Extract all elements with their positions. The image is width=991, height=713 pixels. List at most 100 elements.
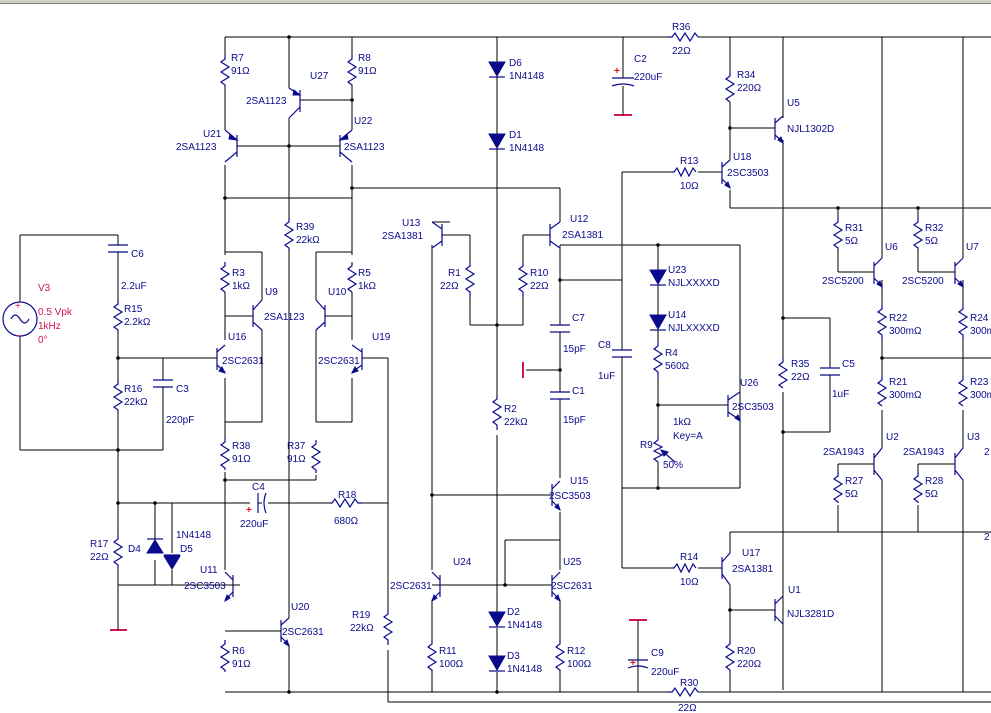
- transistor-label: U6: [885, 242, 898, 253]
- component-labels: V3 0.5 Vpk 1kHz 0° R7 91Ω R8 91Ω R36 22Ω…: [38, 22, 991, 713]
- diode-label: D4: [128, 544, 141, 555]
- capacitor-label: C6: [131, 249, 144, 260]
- resistor-value: 22Ω: [530, 281, 549, 292]
- transistor-label: U15: [570, 476, 589, 487]
- resistor-label: R2: [504, 404, 517, 415]
- resistor-label: R39: [296, 222, 315, 233]
- resistor-value: 22Ω: [440, 281, 459, 292]
- resistor-value: 22Ω: [791, 372, 810, 383]
- potentiometer-key: Key=A: [673, 431, 703, 442]
- transistor-label: U2: [886, 432, 899, 443]
- potentiometer-label: R9: [640, 440, 653, 451]
- diode-part: NJLXXXXD: [668, 278, 720, 289]
- potentiometer-value: 1kΩ: [673, 417, 692, 428]
- transistor-part: NJL3281D: [787, 609, 834, 620]
- transistor-label: U12: [570, 214, 589, 225]
- resistor-value: 300mΩ: [889, 390, 922, 401]
- transistor-part: 2SA1381: [732, 564, 774, 575]
- resistor-value: 100Ω: [439, 659, 464, 670]
- diode-label: U14: [668, 310, 687, 321]
- transistor-part: 2SA1943: [823, 447, 865, 458]
- transistor-label: U7: [966, 242, 979, 253]
- diode-label: D1: [509, 130, 522, 141]
- capacitor-value: 2.2uF: [121, 281, 147, 292]
- cutoff-label: 2: [984, 532, 990, 543]
- resistor-label: R1: [448, 268, 461, 279]
- potentiometer-setting: 50%: [663, 460, 683, 471]
- resistor-value: 22kΩ: [296, 235, 320, 246]
- resistor-value: 220Ω: [737, 659, 762, 670]
- transistor-part: 2SC2631: [318, 356, 360, 367]
- resistor-label: R10: [530, 268, 549, 279]
- transistor-part: 2SA1381: [382, 231, 424, 242]
- capacitor-value: 220pF: [166, 415, 194, 426]
- capacitor-value: 220uF: [634, 72, 662, 83]
- capacitor-label: C1: [572, 386, 585, 397]
- potentiometer-icon: [652, 437, 676, 463]
- resistor-label: R14: [680, 552, 699, 563]
- diode-icon: [146, 61, 667, 672]
- capacitor-label: C7: [572, 313, 585, 324]
- transistor-label: U11: [200, 565, 218, 576]
- transistor-label: U17: [742, 548, 761, 559]
- ground-icon: [110, 95, 647, 640]
- source-amplitude: 0.5 Vpk: [38, 307, 73, 318]
- resistor-label: R19: [352, 610, 371, 621]
- diode-label: D5: [180, 544, 193, 555]
- capacitor-label: C9: [651, 648, 664, 659]
- source-frequency: 1kHz: [38, 321, 61, 332]
- resistor-label: R36: [672, 22, 691, 33]
- diode-part: 1N4148: [507, 664, 542, 675]
- capacitor-label: C2: [634, 54, 647, 65]
- source-name: V3: [38, 283, 51, 294]
- transistor-part: 2SC3503: [732, 402, 774, 413]
- component-symbols: + −: [2, 31, 969, 698]
- transistor-part: 2SC2631: [390, 581, 432, 592]
- transistor-part: 2SC5200: [822, 276, 864, 287]
- transistor-part: 2SC3503: [184, 581, 226, 592]
- capacitor-label: C8: [598, 340, 611, 351]
- junction-dots: [116, 35, 920, 694]
- resistor-label: R5: [358, 268, 371, 279]
- resistor-label: R35: [791, 359, 810, 370]
- resistor-value: 22Ω: [678, 703, 697, 713]
- capacitor-value: 1uF: [832, 389, 849, 400]
- resistor-value: 22kΩ: [124, 397, 148, 408]
- resistor-label: R34: [737, 70, 756, 81]
- resistor-label: R31: [845, 223, 864, 234]
- capacitor-label: C3: [176, 384, 189, 395]
- resistor-value: 91Ω: [232, 659, 251, 670]
- transistor-label: U22: [354, 116, 373, 127]
- resistor-value: 100Ω: [567, 659, 592, 670]
- transistor-label: U9: [265, 287, 278, 298]
- transistor-label: U1: [788, 585, 801, 596]
- resistor-label: R17: [90, 539, 109, 550]
- resistor-value: 2.2kΩ: [124, 317, 151, 328]
- transistor-label: U21: [203, 129, 222, 140]
- resistor-value: 91Ω: [287, 454, 306, 465]
- transistor-part: 2SA1381: [562, 230, 604, 241]
- resistor-value: 5Ω: [925, 489, 939, 500]
- transistor-part: 2SA1123: [264, 312, 305, 323]
- transistor-label: U24: [453, 557, 472, 568]
- diode-part: 1N4148: [176, 530, 211, 541]
- resistor-label: R20: [737, 646, 756, 657]
- diode-part: NJLXXXXD: [668, 323, 720, 334]
- capacitor-label: C5: [842, 359, 855, 370]
- resistor-icon: [112, 31, 969, 698]
- resistor-value: 22kΩ: [504, 417, 528, 428]
- resistor-label: R30: [680, 678, 699, 689]
- resistor-value: 22Ω: [672, 46, 691, 57]
- resistor-value: 10Ω: [680, 181, 699, 192]
- schematic-canvas[interactable]: + −: [0, 4, 991, 713]
- resistor-value: 5Ω: [925, 236, 939, 247]
- diode-part: 1N4148: [509, 143, 544, 154]
- transistor-label: U16: [228, 332, 247, 343]
- capacitor-value: 220uF: [651, 667, 679, 678]
- resistor-label: R37: [287, 441, 306, 452]
- window-top-edge: [0, 0, 991, 4]
- resistor-value: 680Ω: [334, 516, 359, 527]
- transistor-label: U25: [563, 557, 582, 568]
- transistor-part: NJL1302D: [787, 124, 834, 135]
- capacitor-value: 1uF: [598, 371, 615, 382]
